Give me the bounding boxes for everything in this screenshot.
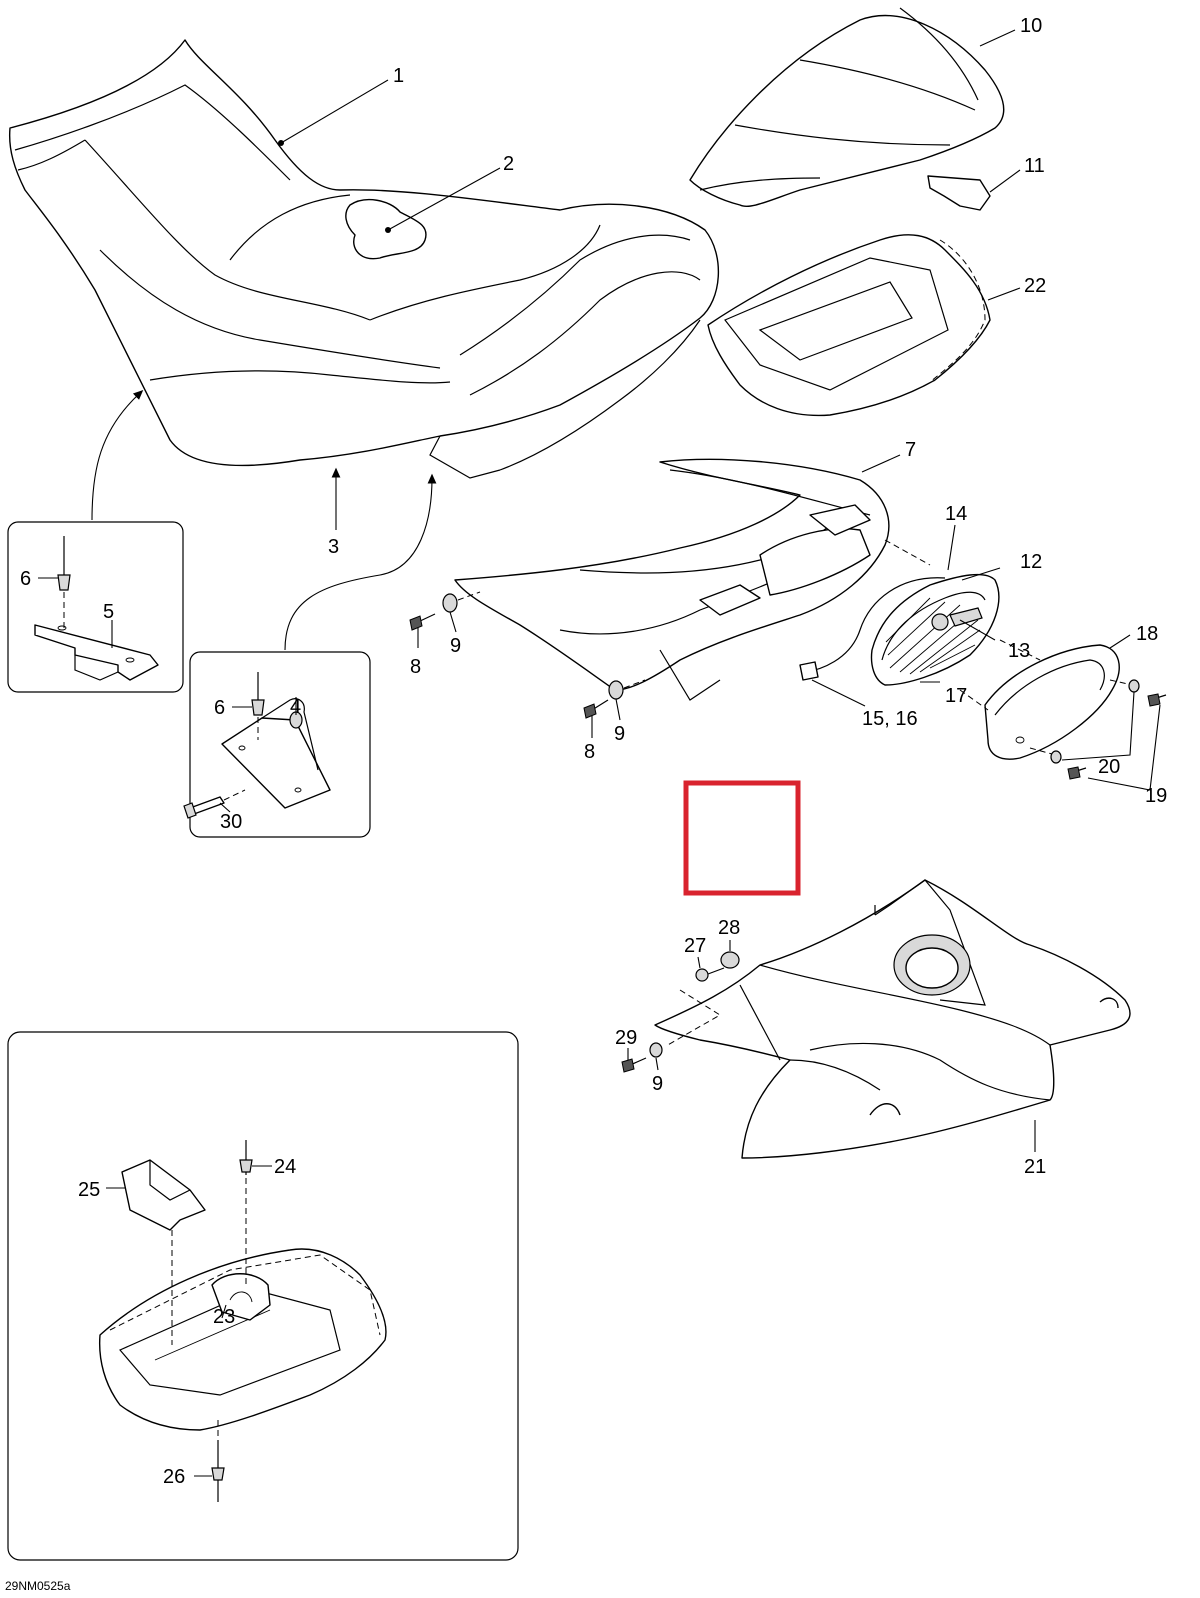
callout-9b: 9 <box>614 723 625 745</box>
callout-6a: 6 <box>20 568 31 590</box>
callout-labels: 1 2 3 5 6 6 4 30 10 11 22 7 14 12 18 13 … <box>5 15 1167 1593</box>
callout-14: 14 <box>945 503 967 525</box>
rear-body-part-21 <box>654 879 1131 1159</box>
tail-light-assembly <box>799 524 1001 707</box>
callout-28: 28 <box>718 917 740 939</box>
tail-cover-part-7 <box>454 454 901 701</box>
callout-6b: 6 <box>214 697 225 719</box>
detail-box-bracket-5 <box>7 521 184 693</box>
callout-13: 13 <box>1008 640 1030 662</box>
callout-7: 7 <box>905 439 916 461</box>
highlight-box <box>683 780 801 896</box>
lens-part-18 <box>959 634 1167 791</box>
callout-8b: 8 <box>584 741 595 763</box>
callout-5: 5 <box>103 601 114 623</box>
callout-8a: 8 <box>410 656 421 678</box>
callout-12: 12 <box>1020 551 1042 573</box>
callout-10: 10 <box>1020 15 1042 37</box>
callout-27: 27 <box>684 935 706 957</box>
callout-9c: 9 <box>652 1073 663 1095</box>
callout-24: 24 <box>274 1156 296 1178</box>
callout-20: 20 <box>1098 756 1120 778</box>
callout-30: 30 <box>220 811 242 833</box>
callout-25: 25 <box>78 1179 100 1201</box>
callout-2: 2 <box>503 153 514 175</box>
callout-15-16: 15, 16 <box>862 708 918 730</box>
fastener-8-9-upper <box>409 591 481 648</box>
callout-23: 23 <box>213 1306 235 1328</box>
callout-21: 21 <box>1024 1156 1046 1178</box>
callout-9a: 9 <box>450 635 461 657</box>
fastener-8-9-lower <box>583 679 646 738</box>
drawing-code: 29NM0525a <box>5 1579 71 1593</box>
detail-box-tray <box>7 1031 519 1561</box>
callout-18: 18 <box>1136 623 1158 645</box>
fasteners-27-28-29 <box>621 940 740 1073</box>
callout-26: 26 <box>163 1466 185 1488</box>
callout-4: 4 <box>290 696 301 718</box>
seat-assembly <box>8 39 720 479</box>
detail-box-bracket-4 <box>183 651 371 838</box>
callout-29: 29 <box>615 1027 637 1049</box>
callout-19: 19 <box>1145 785 1167 807</box>
callout-22: 22 <box>1024 275 1046 297</box>
callout-1: 1 <box>393 65 404 87</box>
callout-11: 11 <box>1024 155 1045 177</box>
callout-3: 3 <box>328 536 339 558</box>
storage-tray-part-22 <box>707 234 1021 417</box>
cowl-part-10 <box>689 7 1021 211</box>
callout-17: 17 <box>945 685 967 707</box>
